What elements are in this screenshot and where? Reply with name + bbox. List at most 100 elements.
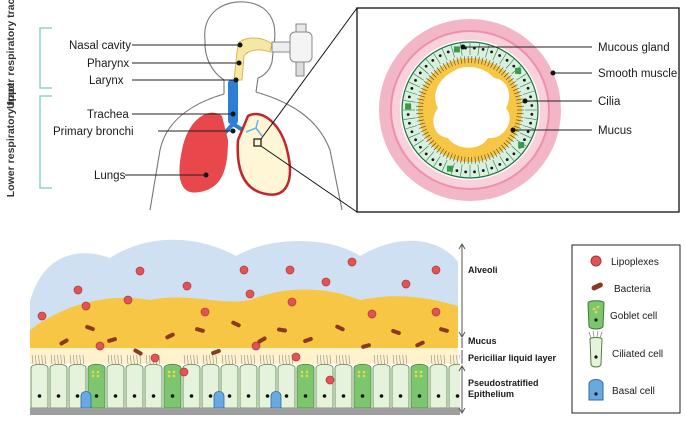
mucous-gland [405,103,411,109]
goblet-cell [354,364,371,408]
lipoplex [292,353,300,361]
lipoplex [326,376,334,384]
ciliated-cell [373,364,390,408]
cell-nucleus [512,65,515,68]
cell-nucleus [482,48,485,51]
label-alveoli: Alveoli [468,265,498,275]
label-cilia: Cilia [598,96,621,108]
cell-nucleus [490,50,493,53]
cell-nucleus [419,72,422,75]
cell-nucleus [414,138,417,141]
cell-nucleus [209,394,213,398]
cell-nucleus [95,394,99,398]
cell-nucleus [432,158,435,161]
lipoplex [402,280,410,288]
goblet-cell-icon [588,301,604,329]
lipoplex [96,342,104,350]
cell-nucleus [513,152,516,155]
legend-goblet-cell: Goblet cell [610,311,657,322]
right-lung-shape [238,114,290,195]
lipoplex-icon [591,256,601,266]
lower-tract-bracket [40,96,52,188]
cell-nucleus [506,158,509,161]
cell-nucleus [114,394,118,398]
ciliated-cell [240,364,257,408]
cell-nucleus [399,394,403,398]
airway-crosssection [379,19,561,201]
cell-nucleus [529,122,532,125]
cell-nucleus [285,394,289,398]
mucous-gland [518,142,524,148]
legend-basal-cell: Basal cell [612,386,655,397]
label-nasal-cavity: Nasal cavity [69,40,131,52]
upper-tract-bracket [40,28,52,88]
cell-nucleus [414,79,417,82]
legend-bacteria: Bacteria [614,284,651,295]
ciliated-cell [107,364,124,408]
goblet-cell [411,364,428,408]
cell-nucleus [530,113,533,116]
cell-nucleus [408,122,411,125]
left-lung-shape [179,113,228,193]
ciliated-cell [392,364,409,408]
lipoplex [201,308,209,316]
label-mucous-gland: Mucous gland [598,42,670,54]
label-lungs: Lungs [94,170,126,182]
label-pharynx: Pharynx [87,58,129,70]
label-primary-bronchi: Primary bronchi [53,126,134,138]
basal-cell [81,392,91,409]
lipoplex [288,298,296,306]
label-smooth-muscle: Smooth muscle [598,68,677,80]
cell-nucleus [228,394,232,398]
ciliated-cell [335,364,352,408]
cell-nucleus [439,163,442,166]
label-periciliar: Periciliar liquid layer [468,353,557,363]
inhaler-device [272,24,312,76]
cell-nucleus [380,394,384,398]
lipoplex [136,267,144,275]
ciliated-cell [50,364,67,408]
lipoplex [74,286,82,294]
cell-nucleus [266,394,270,398]
cell-nucleus [464,170,467,173]
lipoplex [348,258,356,266]
label-trachea: Trachea [87,109,129,121]
cell-nucleus [407,113,410,116]
cell-nucleus [498,54,501,57]
mucous-gland [454,46,460,52]
goblet-cell [297,364,314,408]
cell-nucleus [408,96,411,99]
basal-cell [271,392,281,409]
cell-nucleus [506,59,509,62]
cell-nucleus [425,65,428,68]
cell-nucleus [425,153,428,156]
lipoplex [368,310,376,318]
trachea-shape [228,80,238,124]
ciliated-cell [126,364,143,408]
cell-nucleus [527,130,530,133]
lipoplex [183,282,191,290]
ciliated-cell [31,364,48,408]
goblet-cell [164,364,181,408]
cell-nucleus [447,51,450,54]
cell-nucleus [523,79,526,82]
cell-nucleus [171,394,175,398]
cell-nucleus [527,87,530,90]
cell-nucleus [57,394,61,398]
cell-nucleus [490,167,493,170]
cell-nucleus [473,170,476,173]
cell-nucleus [456,169,459,172]
mucous-gland [447,166,453,172]
cell-nucleus [482,169,485,172]
label-larynx: Larynx [89,75,124,87]
ciliated-cell [449,364,466,408]
lumen-space [433,67,509,148]
cell-nucleus [523,138,526,141]
lipoplex [286,266,294,274]
lipoplex [82,302,90,310]
cell-nucleus [498,163,501,166]
cell-nucleus [431,59,434,62]
mucous-gland [515,68,521,74]
cell-nucleus [530,104,533,107]
